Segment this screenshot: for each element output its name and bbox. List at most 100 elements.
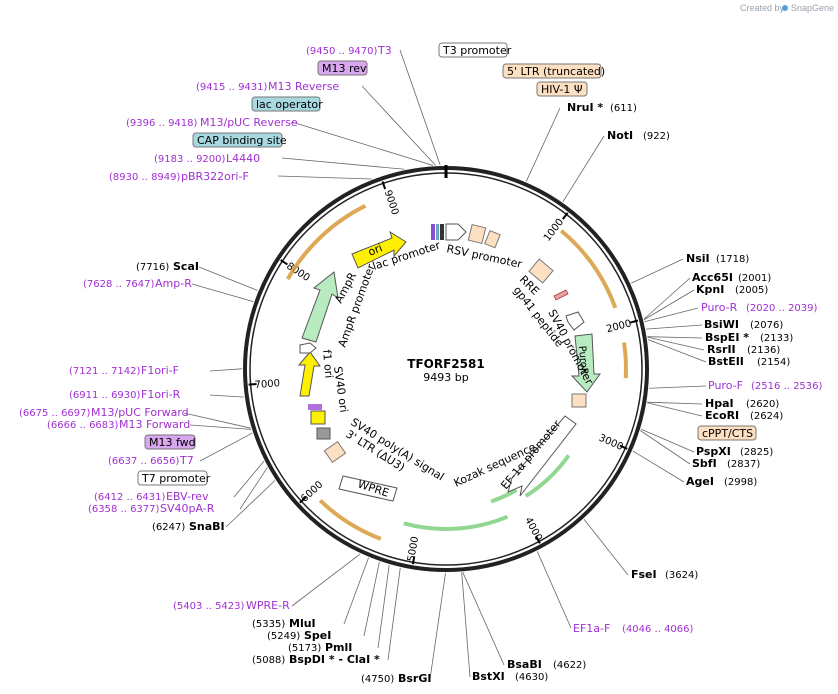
primer-m13-puc-reverse[interactable]: M13/pUC Reverse: [200, 116, 298, 129]
leader-line: [640, 428, 695, 453]
feature-arc[interactable]: [622, 342, 628, 379]
enzyme-bsteii[interactable]: BstEII: [708, 355, 744, 368]
feature-cap-glyph[interactable]: [440, 224, 444, 240]
label-rsv-promoter: RSV promoter: [445, 242, 523, 271]
feature-ori-arrow[interactable]: [351, 230, 407, 269]
primer-ebv-rev[interactable]: EBV-rev: [166, 490, 209, 503]
feature-arc[interactable]: [285, 204, 367, 281]
enzyme-pmli[interactable]: PmlI: [325, 641, 352, 654]
enzyme-bsiwi[interactable]: BsiWI: [704, 318, 739, 331]
feature-arc[interactable]: [318, 499, 382, 541]
enzyme-bspdi-clai[interactable]: BspDI * - ClaI *: [289, 653, 380, 666]
primer-m13-puc-forward[interactable]: M13/pUC Forward: [91, 406, 189, 419]
leader-line: [377, 564, 390, 649]
enzyme-sbfi[interactable]: SbfI: [692, 457, 717, 470]
feature-ef1a-promoter-arrow[interactable]: [507, 415, 577, 497]
box-t7-promoter[interactable]: [137, 470, 208, 486]
box-lac-operator[interactable]: [251, 96, 321, 112]
feature-arc[interactable]: [403, 514, 509, 531]
enzyme-hpai[interactable]: HpaI: [705, 397, 734, 410]
box-5-ltr-truncated[interactable]: [502, 63, 602, 79]
primer-f1ori-r[interactable]: F1ori-R: [141, 388, 181, 401]
enzyme-spei[interactable]: SpeI: [304, 629, 331, 642]
enzyme-bspei[interactable]: BspEI *: [705, 331, 749, 344]
enzyme-pos: (2825): [740, 447, 773, 458]
feature-rre-glyph[interactable]: [528, 258, 554, 284]
bottom-enzyme-labels: BsaBI (4622) BstXI (4630) (4750) BsrGI (…: [136, 260, 586, 685]
enzyme-acc65i[interactable]: Acc65I: [692, 271, 733, 284]
enzyme-pspxi[interactable]: PspXI: [696, 445, 731, 458]
box-hiv-psi[interactable]: [536, 81, 588, 97]
leader-line: [536, 551, 572, 629]
primer-m13-forward[interactable]: M13 Forward: [119, 418, 190, 431]
feature-puror-arrow[interactable]: [570, 333, 601, 393]
primer-f1ori-f[interactable]: F1ori-F: [141, 364, 179, 377]
enzyme-bstxi[interactable]: BstXI: [472, 670, 505, 683]
enzyme-scai[interactable]: ScaI: [173, 260, 199, 273]
enzyme-bsabi[interactable]: BsaBI: [507, 658, 542, 671]
primer-t7[interactable]: T7: [179, 454, 194, 467]
primer-ef1a-f[interactable]: EF1a-F: [573, 622, 610, 635]
primer-wpre-r[interactable]: WPRE-R: [246, 599, 290, 612]
feature-f1-ori-arrow[interactable]: [297, 351, 321, 397]
enzyme-mlui[interactable]: MluI: [289, 617, 316, 630]
enzyme-pos: (611): [610, 103, 637, 114]
primer-amp-r[interactable]: Amp-R: [155, 277, 192, 290]
primer-sv40pa-r[interactable]: SV40pA-R: [160, 502, 215, 515]
enzyme-pos: (4630): [515, 672, 548, 683]
tick-mark: [411, 556, 416, 565]
primer-pbr322ori-f[interactable]: pBR322ori-F: [181, 170, 249, 183]
feature-m13-fwd-glyph[interactable]: [308, 404, 322, 410]
enzyme-bsrgi[interactable]: BsrGI: [398, 672, 431, 685]
enzyme-snabi[interactable]: SnaBI: [189, 520, 225, 533]
enzyme-fsei[interactable]: FseI: [631, 568, 657, 581]
feature-lac-promoter-arrow[interactable]: [445, 223, 467, 241]
leader-line: [225, 480, 276, 528]
box-cap-binding-site[interactable]: [192, 132, 283, 148]
boxed-feature-labels: T3 promoter M13 rev 5' LTR (truncated) H…: [137, 42, 757, 486]
leader-line: [387, 567, 401, 661]
feature-hiv-psi-glyph[interactable]: [484, 229, 501, 249]
primer-t3[interactable]: T3: [377, 44, 392, 57]
feature-cppt-glyph[interactable]: [571, 393, 587, 408]
primer-m13-reverse[interactable]: M13 Reverse: [268, 80, 339, 93]
feature-lac-operator-glyph[interactable]: [436, 224, 439, 240]
enzyme-nrui[interactable]: NruI *: [567, 101, 603, 114]
feature-5-ltr-glyph[interactable]: [467, 223, 487, 245]
leader-line: [647, 402, 703, 417]
enzyme-pos: (2133): [760, 333, 793, 344]
feature-sv40-ori-glyph[interactable]: [310, 410, 326, 425]
primer-puro-r[interactable]: Puro-R: [701, 301, 738, 314]
enzyme-kpni[interactable]: KpnI: [696, 283, 724, 296]
feature-wpre-glyph[interactable]: [338, 475, 398, 502]
feature-sv40-promoter-arrow[interactable]: [565, 311, 585, 331]
box-m13-rev[interactable]: [317, 60, 368, 76]
feature-ampr-promoter-arrow[interactable]: [299, 342, 317, 354]
enzyme-pos: (3624): [665, 570, 698, 581]
enzyme-agei[interactable]: AgeI: [686, 475, 714, 488]
enzyme-noti[interactable]: NotI: [607, 129, 633, 142]
feature-gp41-glyph[interactable]: [553, 289, 569, 301]
leader-line: [361, 85, 436, 166]
enzyme-nsii[interactable]: NsiI: [686, 252, 710, 265]
primer-l4440[interactable]: L4440: [226, 152, 260, 165]
box-cppt-cts[interactable]: [697, 425, 757, 441]
feature-ampr-arrow[interactable]: [301, 271, 339, 343]
box-m13-fwd[interactable]: [144, 434, 196, 450]
enzyme-pos: (5335): [252, 619, 285, 630]
feature-sv40-pa-glyph[interactable]: [316, 427, 331, 440]
feature-arc[interactable]: [559, 229, 618, 309]
feature-arc[interactable]: [524, 454, 571, 498]
enzyme-ecori[interactable]: EcoRI: [705, 409, 739, 422]
feature-arc[interactable]: [490, 488, 518, 504]
leader-line: [647, 336, 705, 351]
credit-prefix: Created by: [740, 3, 785, 13]
leader-line: [198, 266, 258, 291]
enzyme-rsrii[interactable]: RsrII: [707, 343, 736, 356]
feature-t3-glyph[interactable]: [431, 224, 435, 240]
feature-3ltr-glyph[interactable]: [323, 440, 347, 464]
enzyme-pos: (7716): [136, 262, 169, 273]
enzyme-pos: (4750): [361, 674, 394, 685]
box-t3-promoter[interactable]: [438, 42, 508, 58]
primer-puro-f[interactable]: Puro-F: [708, 379, 743, 392]
